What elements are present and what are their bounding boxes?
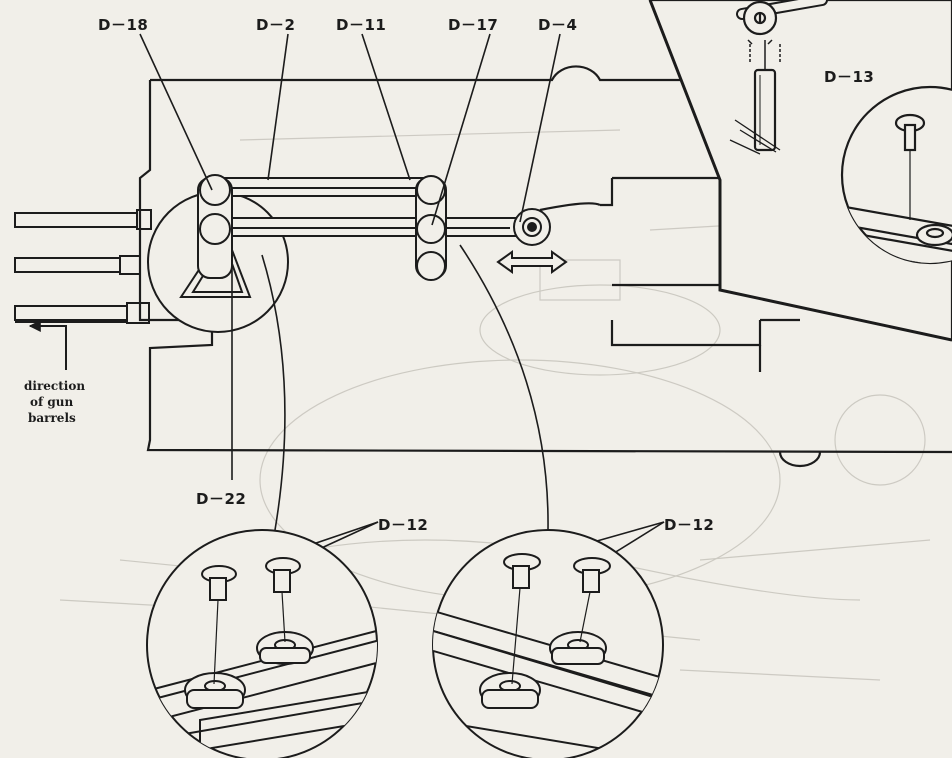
label-d12-right: D－12: [664, 516, 715, 534]
direction-arrow: [28, 320, 67, 370]
detail-circle-left: [146, 529, 378, 758]
direction-note-line-1: direction: [24, 379, 86, 393]
label-d17: D－17: [448, 16, 499, 34]
double-arrow: [496, 250, 568, 274]
direction-note-line-2: of gun: [30, 395, 74, 409]
gun-barrels: [14, 209, 152, 324]
inset-panel-top-right: [648, 0, 952, 342]
direction-note: direction of gun barrels: [24, 378, 85, 426]
label-d22: D－22: [196, 490, 247, 508]
label-d13: D－13: [824, 68, 875, 86]
label-d2: D－2: [256, 16, 296, 34]
direction-note-line-3: barrels: [28, 411, 76, 425]
detail-circle-right: [432, 529, 664, 758]
label-d18: D－18: [98, 16, 149, 34]
linkage-assembly: [179, 174, 551, 298]
label-d12-left: D－12: [378, 516, 429, 534]
label-d11: D－11: [336, 16, 387, 34]
label-d4: D－4: [538, 16, 578, 34]
